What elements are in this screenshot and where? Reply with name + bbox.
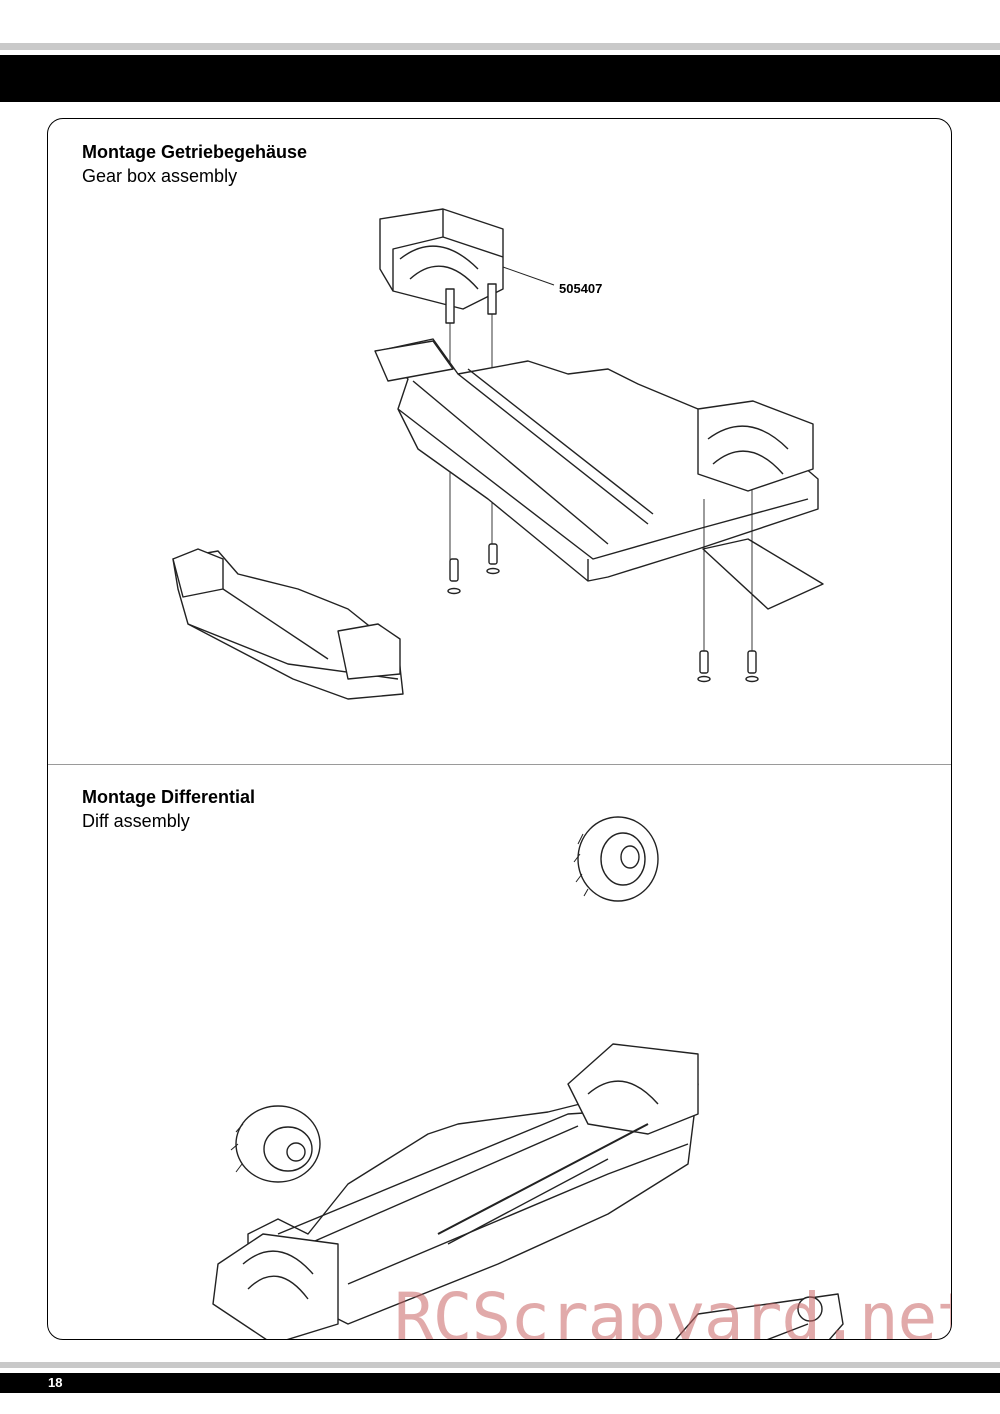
header-black-bar — [0, 55, 1000, 102]
gearbox-assembly-drawing — [172, 208, 824, 700]
diff-assembly-drawing — [212, 816, 844, 1339]
content-frame: Montage Getriebegehäuse Gear box assembl… — [47, 118, 952, 1340]
watermark: RCScrapyard.net — [394, 1279, 952, 1340]
footer-gray-stripe — [0, 1362, 1000, 1368]
footer-black-bar — [0, 1373, 1000, 1393]
header-gray-stripe — [0, 43, 1000, 50]
diff-title-de: Montage Differential — [82, 787, 256, 807]
diff-title-en: Diff assembly — [82, 811, 190, 831]
part-number-label: 505407 — [559, 281, 603, 296]
page-number: 18 — [48, 1375, 63, 1390]
gearbox-title-de: Montage Getriebegehäuse — [82, 142, 308, 162]
gearbox-title-en: Gear box assembly — [82, 166, 238, 186]
section-divider — [48, 764, 951, 765]
